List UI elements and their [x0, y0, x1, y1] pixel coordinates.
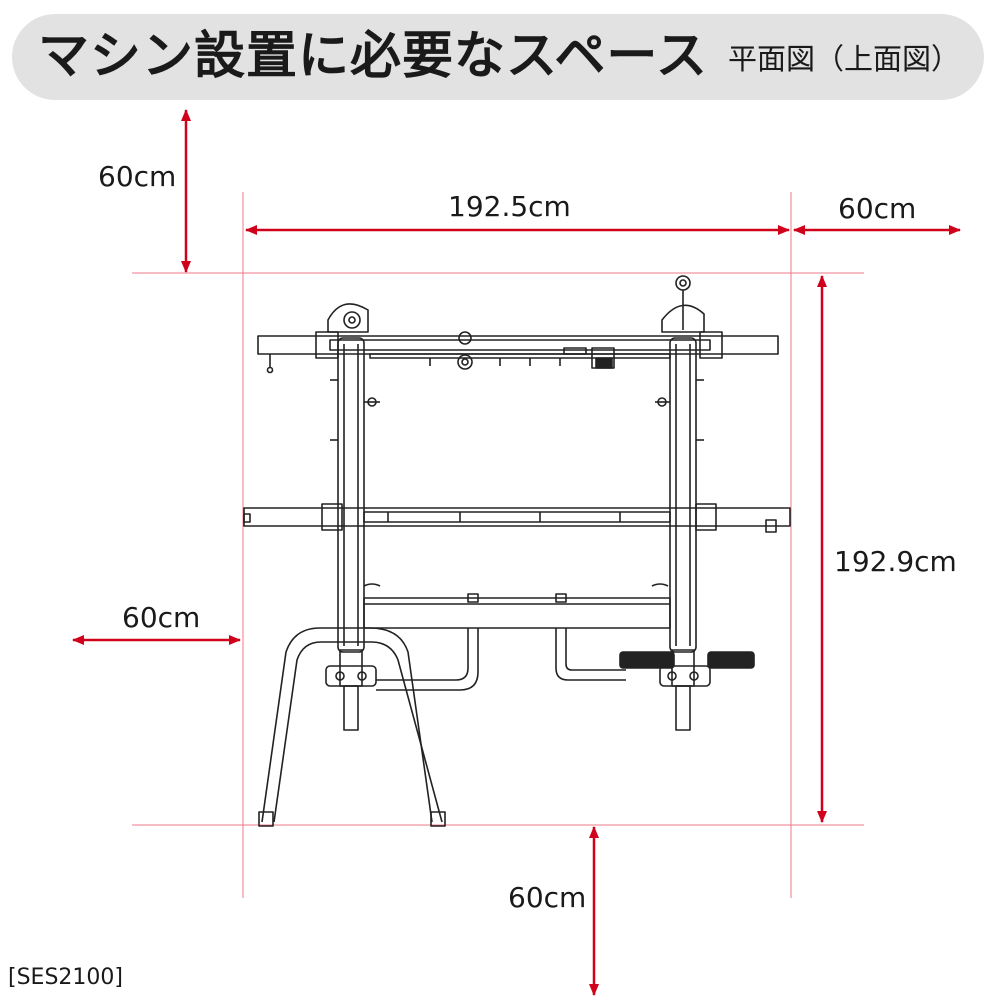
right-upright	[655, 275, 705, 653]
base-crossbar	[363, 583, 671, 629]
model-number: [SES2100]	[8, 965, 123, 990]
middle-barbell	[243, 503, 791, 533]
label-depth: 192.9cm	[834, 545, 957, 578]
left-foot	[325, 649, 377, 731]
base-loops	[376, 628, 626, 691]
a-frame-legs	[258, 627, 446, 827]
page-subtitle: 平面図（上面図）	[728, 42, 961, 76]
label-top-clearance: 60cm	[98, 160, 177, 193]
label-width: 192.5cm	[448, 190, 571, 223]
top-barbell	[257, 331, 779, 374]
left-upright	[327, 303, 380, 653]
machine-top-view	[243, 275, 791, 827]
label-bottom-clearance: 60cm	[508, 881, 587, 914]
dimension-arrows	[72, 109, 961, 996]
label-right-clearance: 60cm	[838, 192, 917, 225]
foot-roller-pads	[619, 651, 755, 669]
page-title: マシン設置に必要なスペース	[38, 27, 708, 86]
guide-lines	[132, 192, 864, 898]
header-bar	[12, 14, 984, 100]
label-left-clearance: 60cm	[122, 601, 201, 634]
